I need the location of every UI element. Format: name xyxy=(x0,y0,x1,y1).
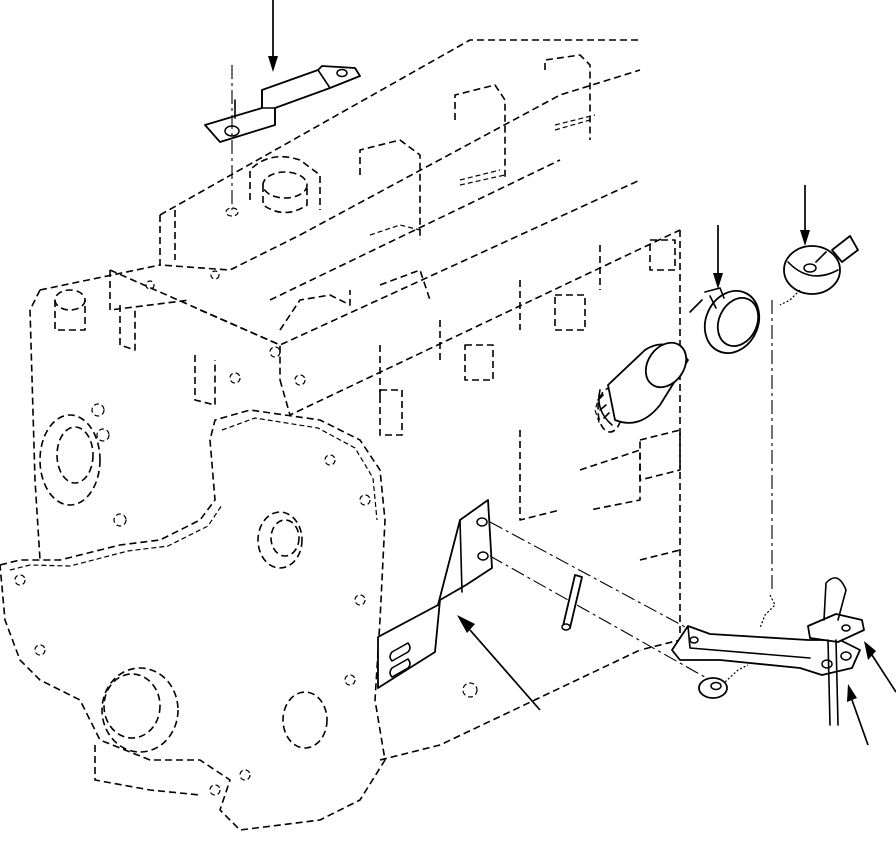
arm-bracket-part xyxy=(671,300,861,676)
callout-leaders xyxy=(268,0,896,746)
leader-mount-bracket xyxy=(457,615,541,711)
bracket-part xyxy=(204,65,361,210)
leader-lock-pin xyxy=(864,641,896,693)
washer-part xyxy=(698,664,749,699)
hose-clamp-part xyxy=(689,287,761,354)
hose-part xyxy=(597,341,689,426)
lock-pin-part xyxy=(807,577,865,726)
leader-dust-cap xyxy=(800,185,810,246)
mounting-bracket-part xyxy=(377,499,711,689)
leader-top-bracket xyxy=(268,0,278,72)
dust-cap-part xyxy=(779,235,859,306)
leader-arm-bracket xyxy=(847,684,869,746)
engine-block-outline xyxy=(0,39,681,831)
leader-hose-clamp xyxy=(713,225,723,289)
clip-pin-part xyxy=(561,574,583,631)
